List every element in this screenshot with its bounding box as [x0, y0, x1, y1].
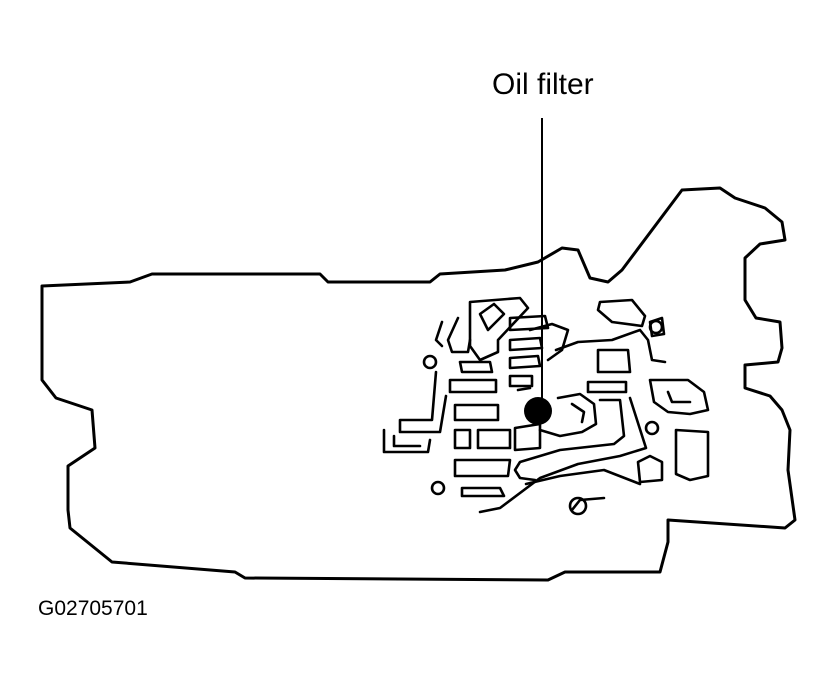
plate-outline [40, 186, 797, 582]
ports [422, 319, 664, 516]
figure-id: G02705701 [38, 597, 148, 620]
oil-filter-marker [524, 397, 552, 425]
oil-filter-label: Oil filter [492, 68, 594, 101]
fluid-channels [382, 296, 710, 514]
